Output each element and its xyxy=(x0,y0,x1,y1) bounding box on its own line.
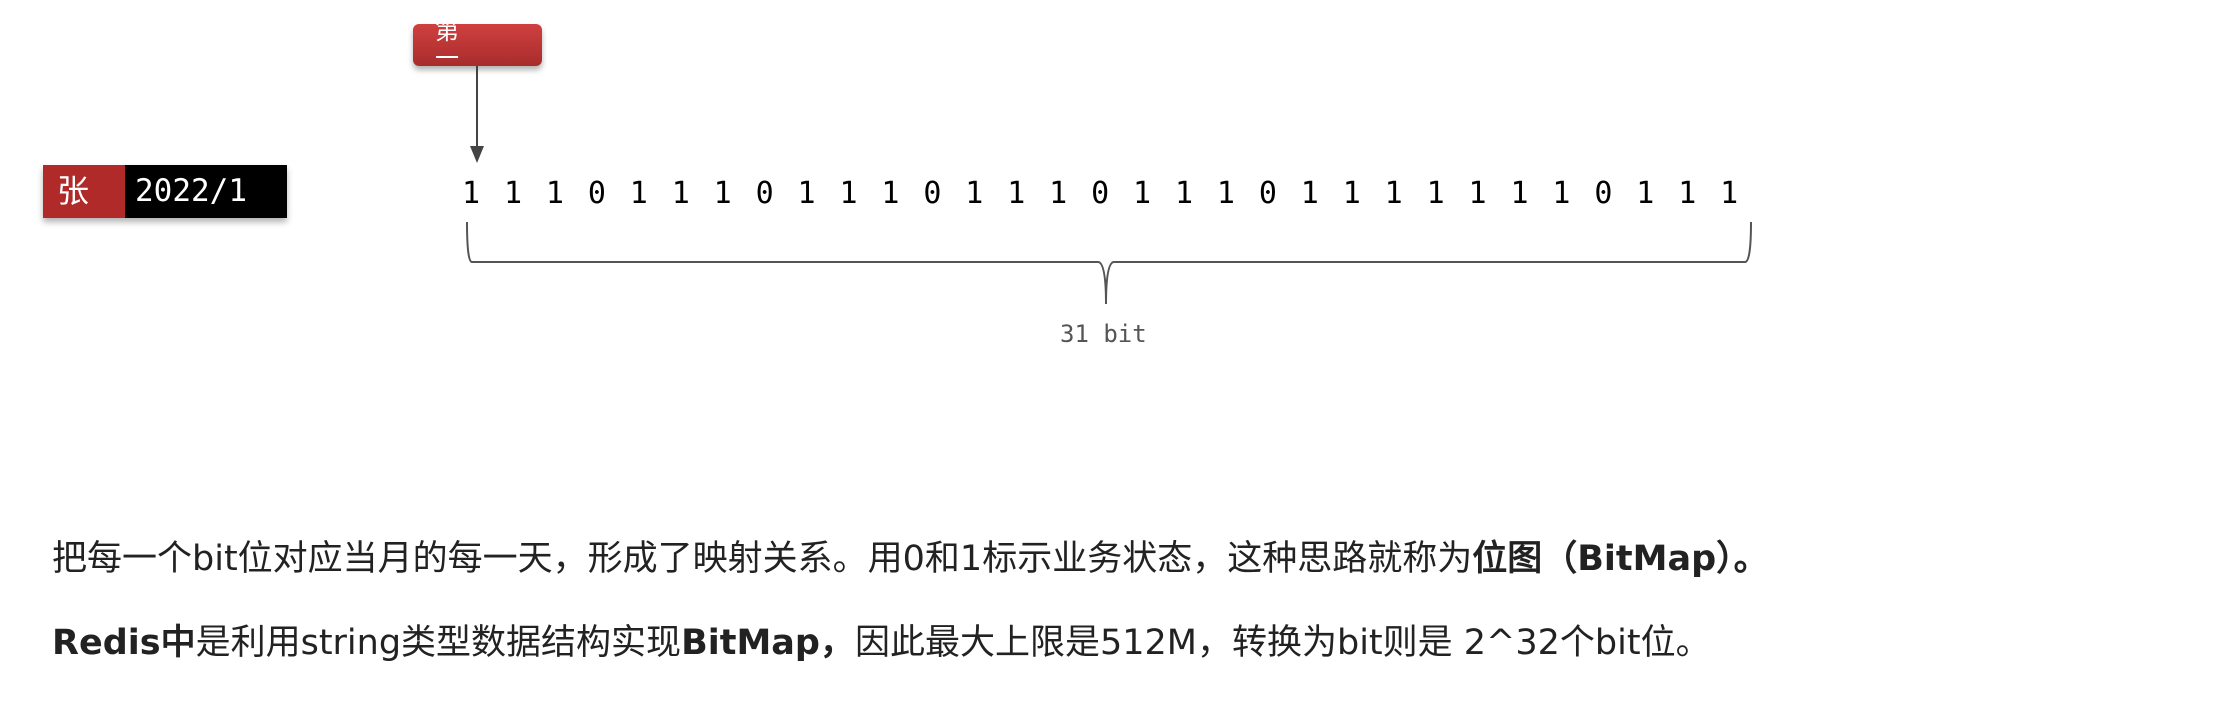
brace xyxy=(466,221,1752,305)
bit-8: 0 xyxy=(755,176,774,211)
bit-2: 1 xyxy=(503,176,522,211)
bit-11: 1 xyxy=(881,176,900,211)
bit-13: 1 xyxy=(965,176,984,211)
bit-18: 1 xyxy=(1174,176,1193,211)
text: 把每一个bit位对应当月的每一天，形成了映射关系。用0和1标示业务状态，这种思路… xyxy=(52,539,1473,579)
bold-text: BitMap， xyxy=(681,623,855,663)
bit-20: 0 xyxy=(1258,176,1277,211)
month: 2022/1 xyxy=(125,165,287,218)
arrow-head-icon xyxy=(470,146,484,163)
user-name: 张三 xyxy=(43,165,125,263)
text: 因此最大上限是512M，转换为bit则是 2^32个bit位。 xyxy=(854,623,1711,663)
bit-10: 1 xyxy=(839,176,858,211)
bit-26: 1 xyxy=(1510,176,1529,211)
bit-21: 1 xyxy=(1300,176,1319,211)
bit-23: 1 xyxy=(1384,176,1403,211)
bit-14: 1 xyxy=(1007,176,1026,211)
bit-17: 1 xyxy=(1133,176,1152,211)
text: 是利用string类型数据结构实现 xyxy=(195,623,682,663)
user-month-label: 张三 2022/1 xyxy=(43,165,287,263)
bit-1: 1 xyxy=(462,176,481,211)
bit-15: 1 xyxy=(1049,176,1068,211)
bit-4: 0 xyxy=(587,176,606,211)
bit-9: 1 xyxy=(797,176,816,211)
bit-3: 1 xyxy=(545,176,564,211)
bold-text: 位图（BitMap）。 xyxy=(1472,539,1769,579)
bit-12: 0 xyxy=(923,176,942,211)
bit-16: 0 xyxy=(1091,176,1110,211)
bit-24: 1 xyxy=(1426,176,1445,211)
bit-29: 1 xyxy=(1636,176,1655,211)
bit-22: 1 xyxy=(1342,176,1361,211)
description-line-1: 把每一个bit位对应当月的每一天，形成了映射关系。用0和1标示业务状态，这种思路… xyxy=(52,530,1769,581)
bit-5: 1 xyxy=(629,176,648,211)
bit-27: 1 xyxy=(1552,176,1571,211)
bold-text: Redis中 xyxy=(52,623,196,663)
bit-19: 1 xyxy=(1216,176,1235,211)
first-day-tag: 第一天 xyxy=(413,18,542,99)
bit-25: 1 xyxy=(1468,176,1487,211)
bit-30: 1 xyxy=(1678,176,1697,211)
bit-count-label: 31 bit xyxy=(1060,320,1147,348)
first-day-label: 第一天 xyxy=(435,17,459,99)
bit-31: 1 xyxy=(1720,176,1739,211)
description-line-2: Redis中是利用string类型数据结构实现BitMap，因此最大上限是512… xyxy=(52,614,1711,665)
bit-6: 1 xyxy=(671,176,690,211)
bit-7: 1 xyxy=(713,176,732,211)
bit-28: 0 xyxy=(1594,176,1613,211)
